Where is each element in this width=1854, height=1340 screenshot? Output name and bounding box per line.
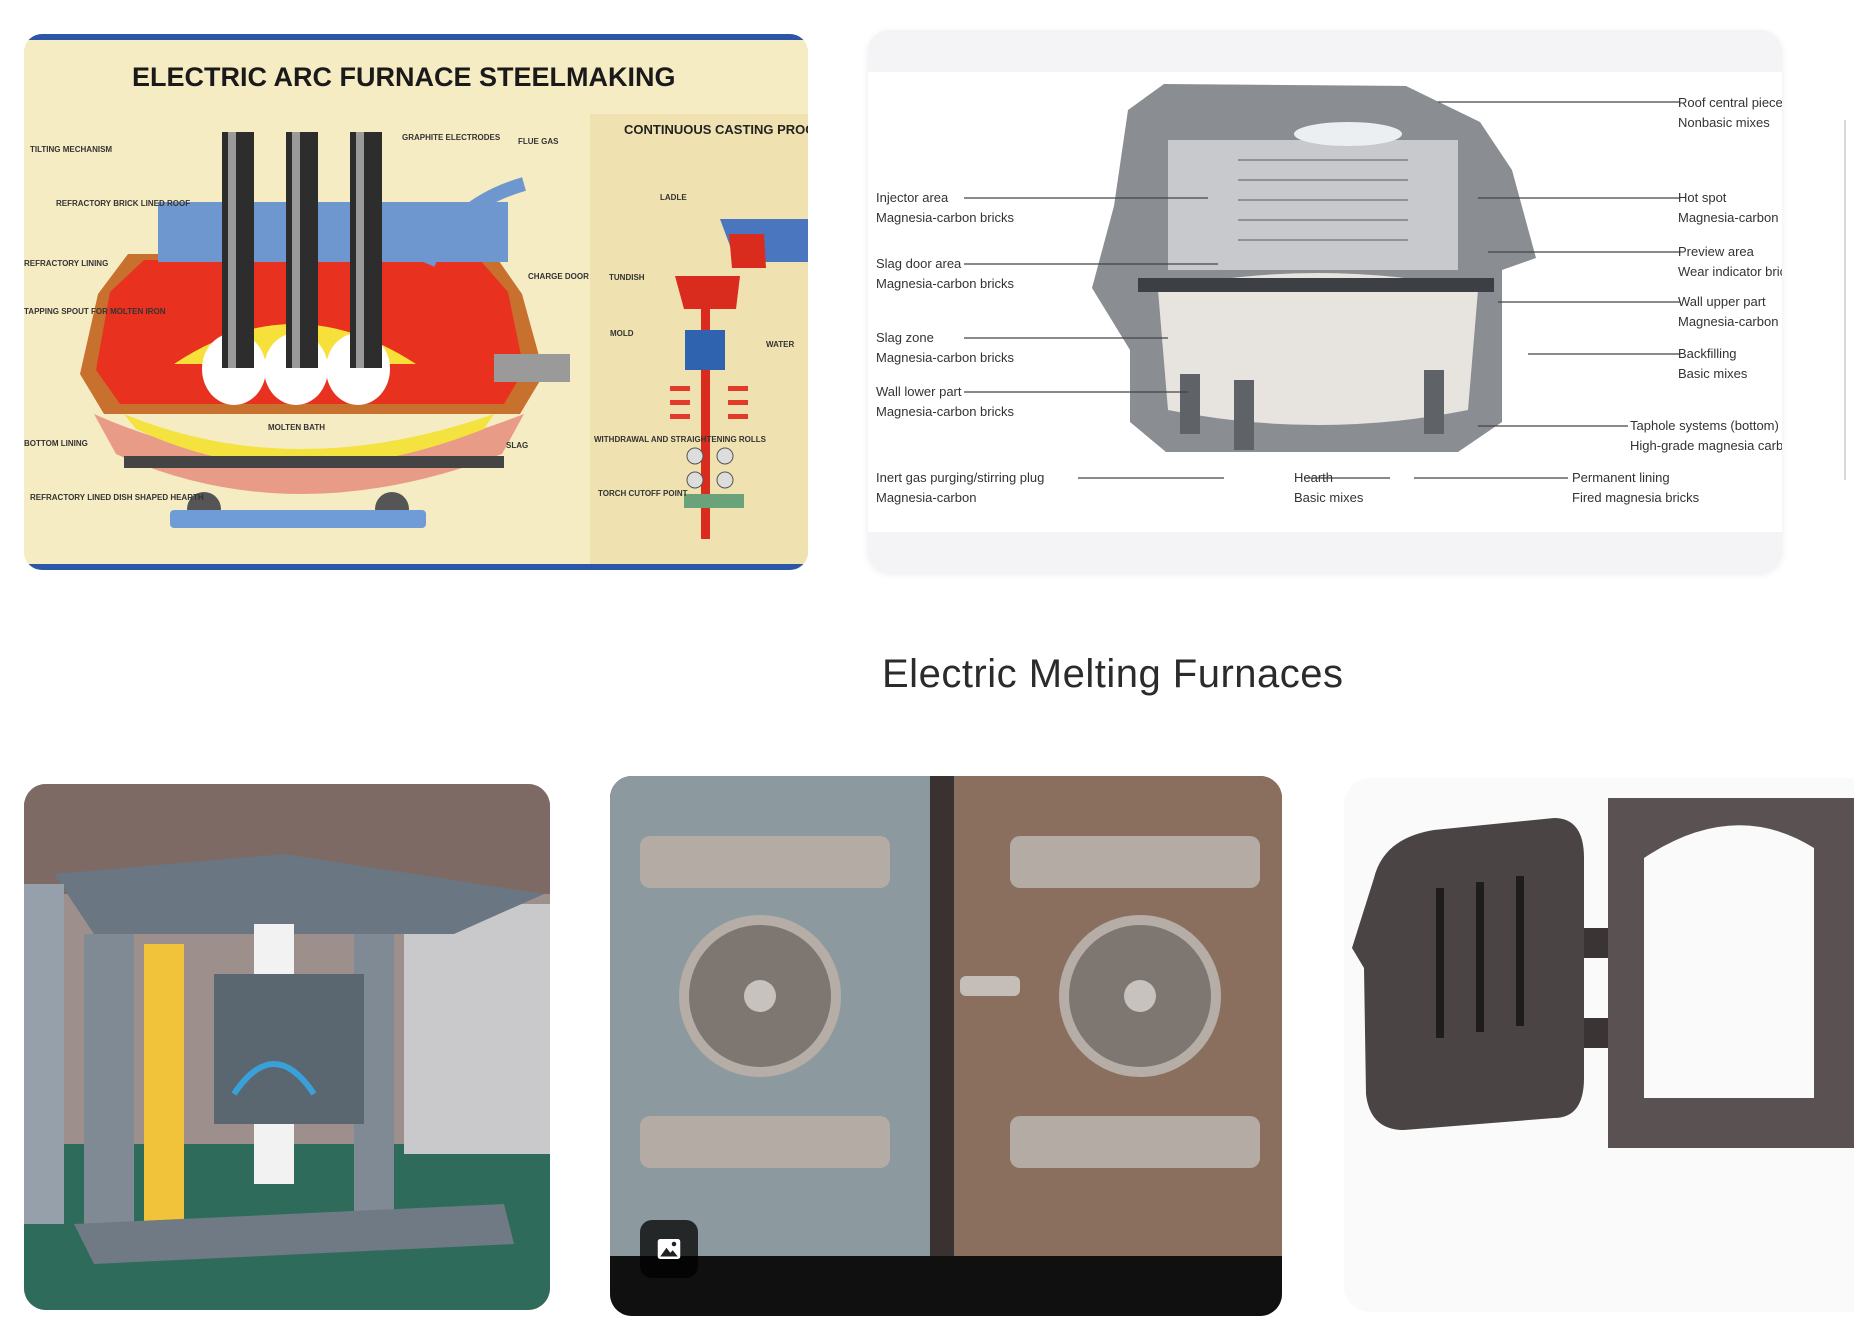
svg-text:GRAPHITE ELECTRODES: GRAPHITE ELECTRODES [402,133,501,142]
svg-text:MOLTEN BATH: MOLTEN BATH [268,423,325,432]
svg-text:Permanent lining: Permanent lining [1572,470,1670,485]
svg-text:Magnesia-carbon bricks: Magnesia-carbon bricks [876,276,1015,291]
svg-text:WITHDRAWAL AND STRAIGHTENING R: WITHDRAWAL AND STRAIGHTENING ROLLS [594,435,767,444]
svg-text:Injector area: Injector area [876,190,949,205]
svg-text:LADLE: LADLE [660,193,687,202]
svg-text:TILTING MECHANISM: TILTING MECHANISM [30,145,112,154]
furnace-doors-image [610,776,1282,1316]
svg-text:Basic mixes: Basic mixes [1294,490,1364,505]
svg-text:Magnesia-carbon bricks: Magnesia-carbon bricks [876,404,1015,419]
svg-text:CHARGE DOOR: CHARGE DOOR [528,272,589,281]
svg-text:BOTTOM LINING: BOTTOM LINING [24,439,88,448]
svg-text:REFRACTORY LINING: REFRACTORY LINING [24,259,108,268]
svg-text:Basic mixes: Basic mixes [1678,366,1748,381]
next-card-edge[interactable] [1844,120,1854,480]
svg-text:Hot spot: Hot spot [1678,190,1727,205]
svg-text:SLAG: SLAG [506,441,528,450]
induction-furnace-image [24,784,550,1310]
svg-text:Preview area: Preview area [1678,244,1755,259]
furnace-doors-card[interactable] [610,776,1282,1316]
svg-text:TUNDISH: TUNDISH [609,273,645,282]
svg-text:MOLD: MOLD [610,329,634,338]
svg-text:Wear indicator bricks: Wear indicator bricks [1678,264,1782,279]
svg-text:FLUE GAS: FLUE GAS [518,137,559,146]
svg-text:Magnesia-carbon: Magnesia-carbon [1678,314,1778,329]
svg-text:Nonbasic mixes: Nonbasic mixes [1678,115,1770,130]
image-badge[interactable] [640,1220,698,1278]
svg-text:REFRACTORY LINED DISH SHAPED H: REFRACTORY LINED DISH SHAPED HEARTH [30,493,204,502]
cc-subtitle: CONTINUOUS CASTING PROCESS [624,122,808,137]
section-title: Electric Melting Furnaces [882,652,1344,696]
svg-text:Magnesia-carbon: Magnesia-carbon [876,490,976,505]
eaf-diagram-card[interactable]: ELECTRIC ARC FURNACE STEELMAKING CONTINU… [24,34,808,570]
svg-text:Slag zone: Slag zone [876,330,934,345]
svg-text:Slag door area: Slag door area [876,256,962,271]
grate-door-image [1344,778,1854,1312]
svg-text:Wall lower part: Wall lower part [876,384,962,399]
svg-text:TAPPING SPOUT FOR MOLTEN IRON: TAPPING SPOUT FOR MOLTEN IRON [24,307,166,316]
svg-text:Roof central piece: Roof central piece [1678,95,1782,110]
svg-text:Hearth: Hearth [1294,470,1333,485]
svg-text:Taphole systems (bottom): Taphole systems (bottom) [1630,418,1779,433]
grate-door-card[interactable] [1344,778,1854,1312]
svg-text:Inert gas purging/stirring plu: Inert gas purging/stirring plug [876,470,1044,485]
eaf-diagram-image: ELECTRIC ARC FURNACE STEELMAKING CONTINU… [24,34,808,570]
svg-text:Backfilling: Backfilling [1678,346,1737,361]
svg-text:Magnesia-carbon bricks: Magnesia-carbon bricks [876,350,1015,365]
svg-text:Wall upper part: Wall upper part [1678,294,1766,309]
svg-text:Fired magnesia bricks: Fired magnesia bricks [1572,490,1700,505]
svg-text:TORCH CUTOFF POINT: TORCH CUTOFF POINT [598,489,688,498]
eaf-title: ELECTRIC ARC FURNACE STEELMAKING [132,62,676,92]
induction-furnace-card[interactable] [24,784,550,1310]
svg-text:REFRACTORY BRICK LINED ROOF: REFRACTORY BRICK LINED ROOF [56,199,190,208]
svg-text:Magnesia-carbon: Magnesia-carbon [1678,210,1778,225]
image-icon [657,1239,681,1259]
svg-text:Magnesia-carbon bricks: Magnesia-carbon bricks [876,210,1015,225]
svg-text:WATER: WATER [766,340,795,349]
svg-text:High-grade magnesia carbon: High-grade magnesia carbon [1630,438,1782,453]
